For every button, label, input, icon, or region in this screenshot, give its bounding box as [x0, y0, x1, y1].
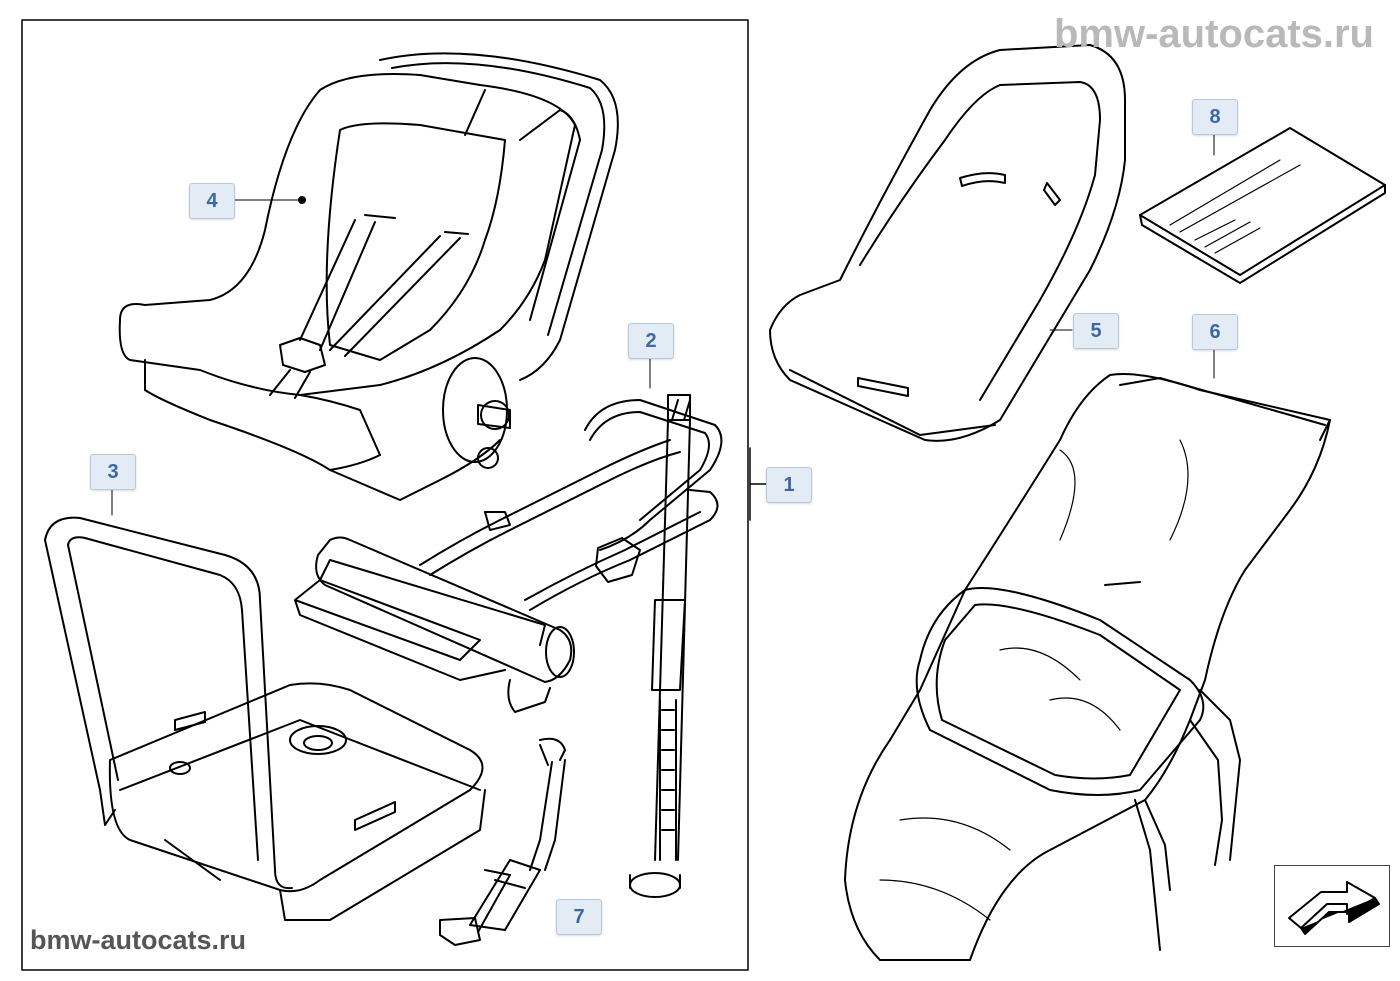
booster-seat-drawing: [44, 516, 486, 921]
arrow-right-icon: [1288, 881, 1380, 935]
manual-booklet-drawing: [1139, 127, 1386, 284]
next-page-button[interactable]: [1274, 865, 1390, 947]
group-frame: [21, 19, 749, 971]
watermark-bottom: bmw-autocats.ru: [30, 925, 247, 955]
bracket-line: [749, 447, 767, 521]
callout-label-3[interactable]: 3: [90, 454, 136, 490]
watermark-top: bmw-autocats.ru: [1053, 12, 1374, 56]
callout-label-5[interactable]: 5: [1073, 313, 1119, 349]
buckle-strap-drawing: [439, 737, 566, 946]
callout-label-7[interactable]: 7: [556, 899, 602, 935]
callout-label-2[interactable]: 2: [628, 323, 674, 359]
foot-muff-drawing: [844, 373, 1331, 961]
base-frame-drawing: [294, 394, 723, 898]
callout-label-6[interactable]: 6: [1192, 314, 1238, 350]
callout-label-1[interactable]: 1: [766, 467, 812, 503]
callout-label-8[interactable]: 8: [1192, 99, 1238, 135]
callout-label-4[interactable]: 4: [189, 183, 235, 219]
seat-cushion-drawing: [769, 44, 1126, 442]
leader-dot-4: [298, 196, 306, 204]
infant-carrier-drawing: [118, 52, 619, 501]
